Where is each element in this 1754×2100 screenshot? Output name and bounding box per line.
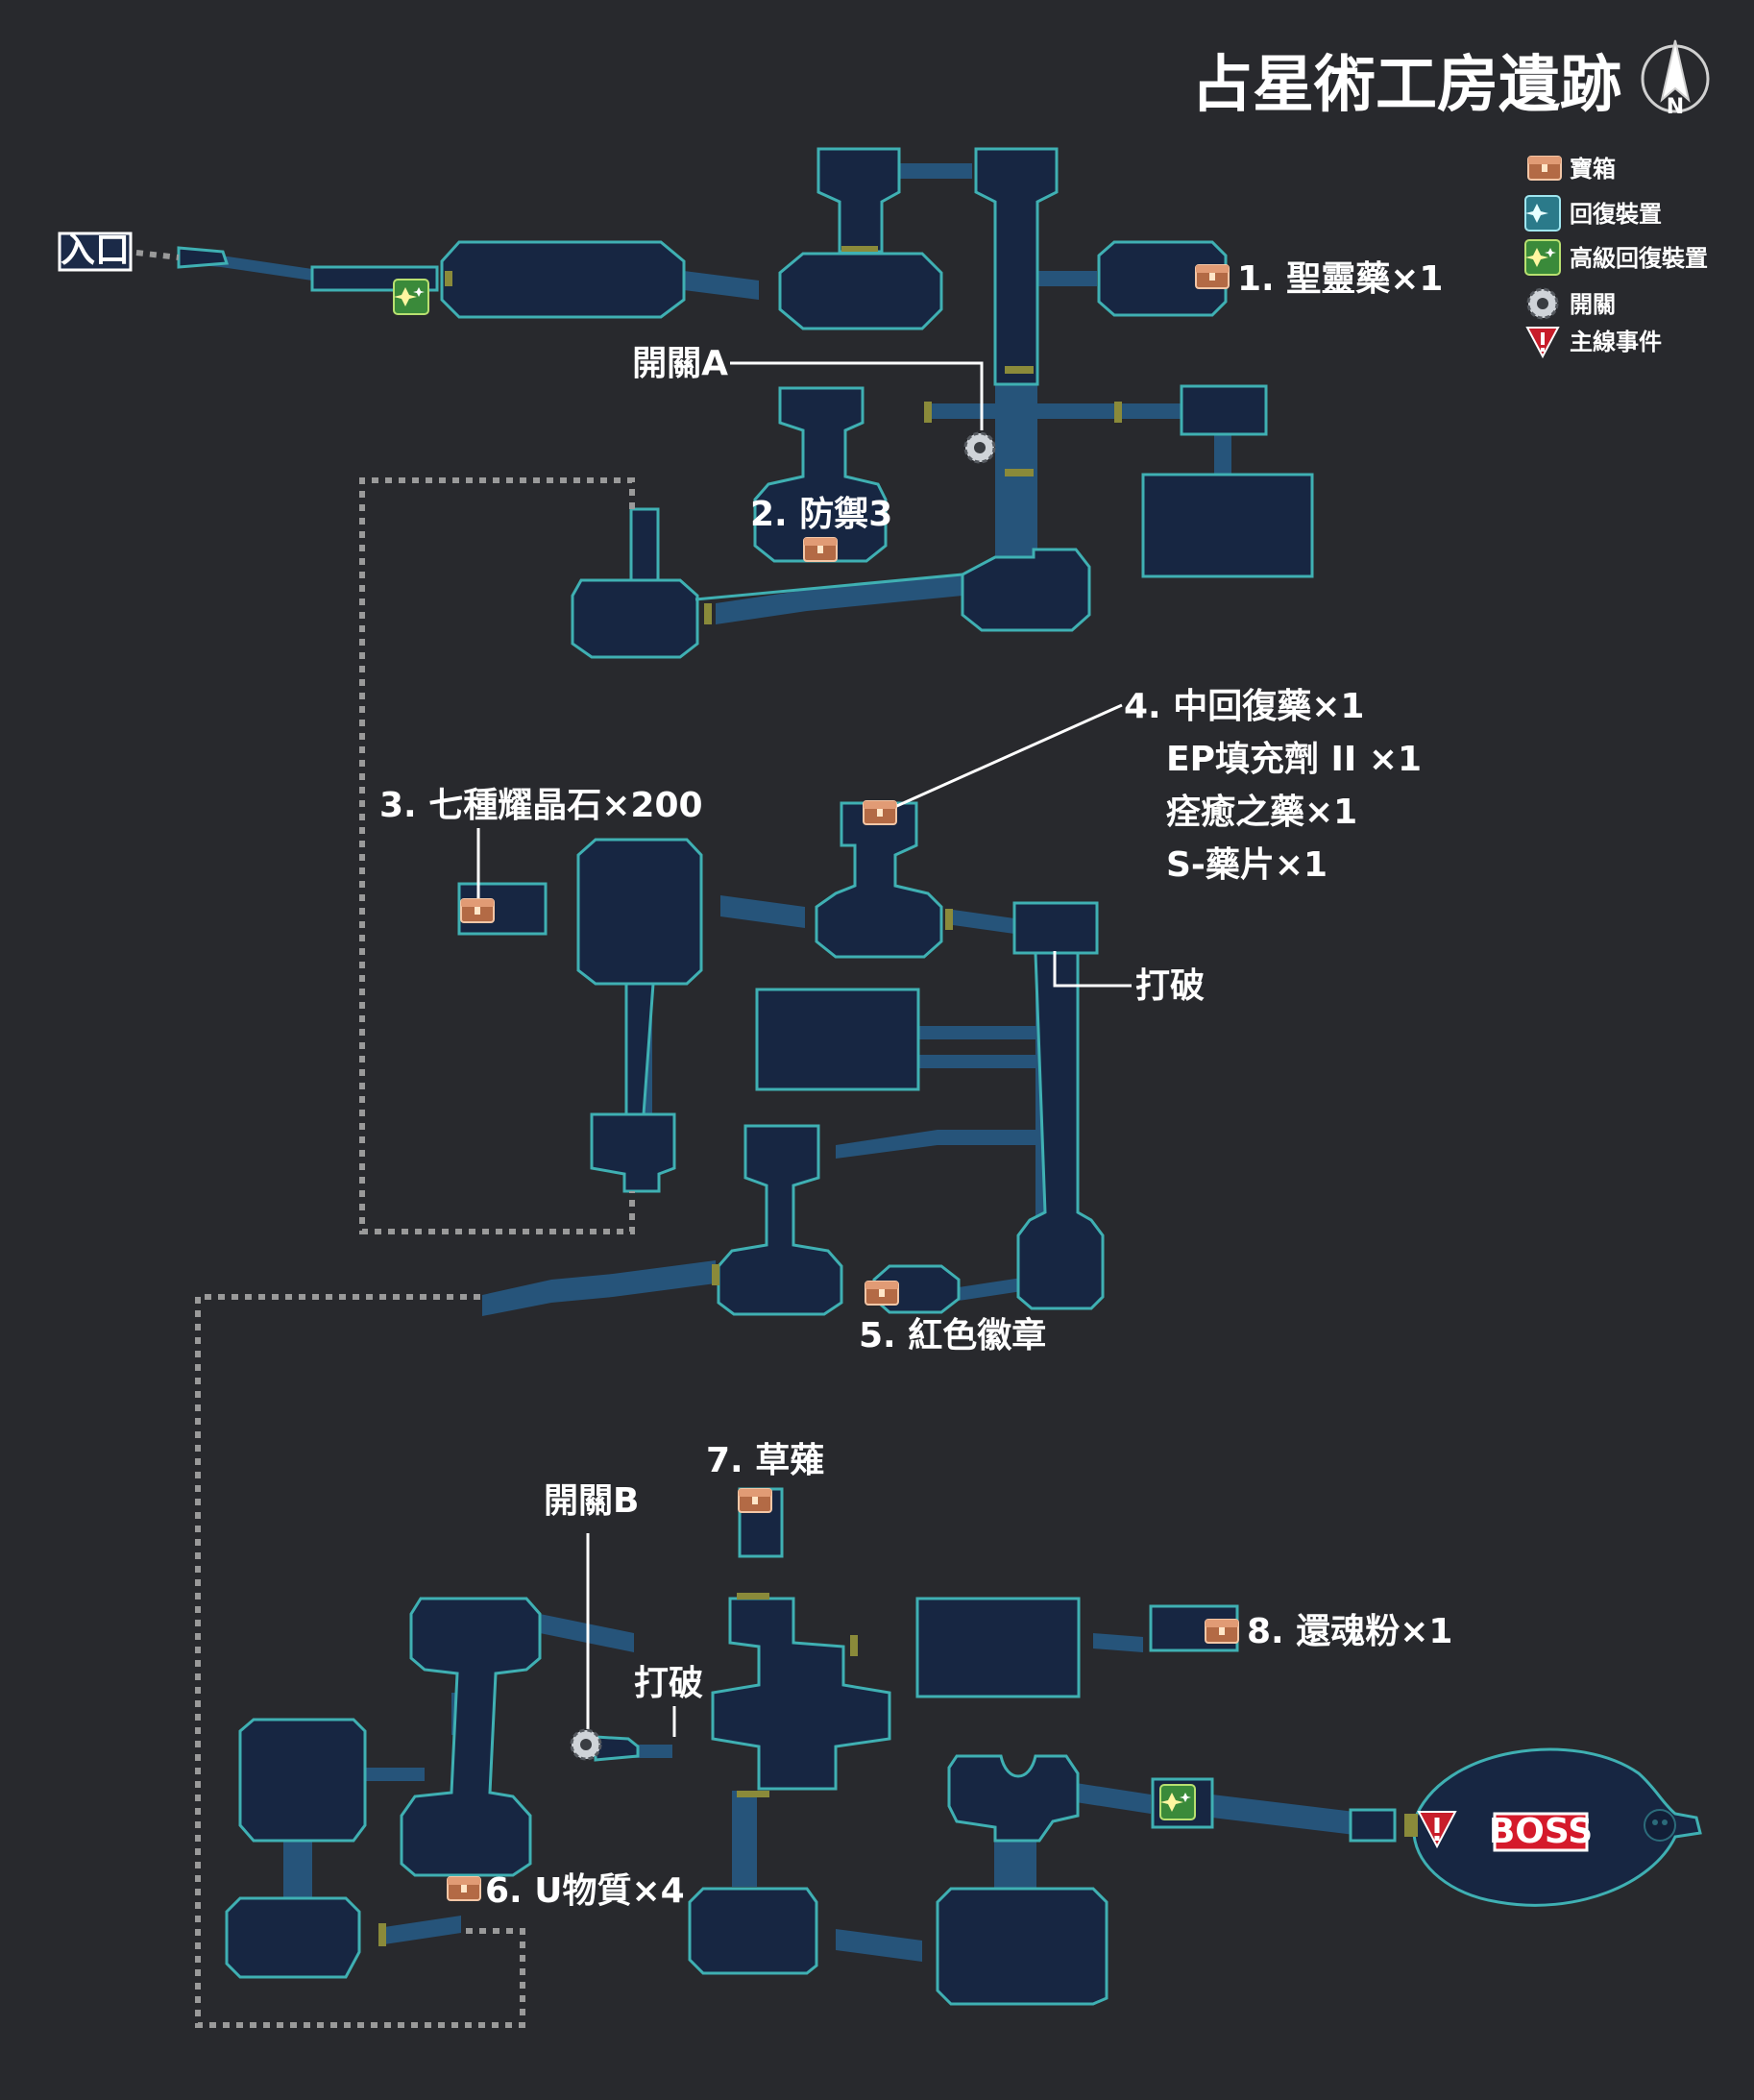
labels: 入口 1. 聖靈藥×1 開關A 2. 防禦3 3. 七種耀晶石×200 4. 中… xyxy=(58,231,1593,1911)
compass: N xyxy=(1641,39,1710,119)
switch-a-label: 開關A xyxy=(632,344,728,383)
connectors xyxy=(135,250,635,2028)
item-1-label: 1. 聖靈藥×1 xyxy=(1237,259,1443,299)
legend-label: 主線事件 xyxy=(1570,329,1662,355)
chest-icon xyxy=(865,1281,899,1306)
item-8-label: 8. 還魂粉×1 xyxy=(1247,1612,1452,1651)
chest-icon xyxy=(447,1876,481,1901)
svg-text:入口: 入口 xyxy=(61,231,130,270)
doors xyxy=(378,246,1418,1946)
main-event-icon xyxy=(1525,327,1560,359)
item-4-label-line-3: 痊癒之藥×1 xyxy=(1166,793,1357,832)
item-4-label-line-2: EP填充劑 II ×1 xyxy=(1166,740,1422,779)
map-title: 占星術工房遺跡 xyxy=(1191,49,1621,121)
chest-icon xyxy=(1195,264,1230,289)
entrance-label: 入口 xyxy=(58,231,133,272)
switch-gear-icon xyxy=(570,1728,602,1761)
legend-item-advanced-recovery: 高級回復裝置 xyxy=(1524,239,1708,276)
main-event-icon xyxy=(1417,1811,1457,1849)
svg-text:BOSS: BOSS xyxy=(1489,1812,1593,1851)
chest-icon xyxy=(863,800,897,825)
recovery-device-icon xyxy=(1524,195,1561,232)
switch-gear-icon xyxy=(1526,287,1559,320)
advanced-recovery-device-icon xyxy=(1159,1784,1196,1820)
switch-b-label: 開關B xyxy=(544,1481,639,1521)
boss-ghost-icon xyxy=(1644,1809,1676,1842)
boss-label: BOSS xyxy=(1489,1812,1593,1852)
legend-item-chest: 寶箱 xyxy=(1527,156,1616,183)
legend-item-recovery: 回復裝置 xyxy=(1524,195,1662,232)
chest-icon xyxy=(738,1488,772,1513)
switch-gear-icon xyxy=(963,431,996,464)
legend-label: 寶箱 xyxy=(1570,156,1616,183)
legend-item-main-event: 主線事件 xyxy=(1525,327,1662,359)
legend-label: 回復裝置 xyxy=(1570,201,1662,228)
rooms xyxy=(177,147,1702,2006)
chest-icon xyxy=(803,537,838,562)
item-6-label: 6. U物質×4 xyxy=(485,1871,685,1911)
item-7-label: 7. 草薙 xyxy=(706,1441,824,1480)
break-label-2: 打破 xyxy=(634,1664,703,1703)
legend-label: 高級回復裝置 xyxy=(1570,245,1708,272)
item-3-label: 3. 七種耀晶石×200 xyxy=(379,786,703,825)
legend: 寶箱 回復裝置 高級回復裝置 開關 主線事件 xyxy=(1524,156,1708,359)
chest-icon xyxy=(1527,156,1562,181)
chest-icon xyxy=(460,898,495,923)
item-4-label-line-1: 4. 中回復藥×1 xyxy=(1124,687,1364,726)
item-2-label: 2. 防禦3 xyxy=(750,495,892,534)
advanced-recovery-device-icon xyxy=(1524,239,1561,276)
legend-item-switch: 開關 xyxy=(1526,287,1616,320)
legend-label: 開關 xyxy=(1570,291,1616,318)
markers xyxy=(393,264,1676,1901)
item-4-label-line-4: S-藥片×1 xyxy=(1166,845,1328,885)
compass-north-letter: N xyxy=(1667,95,1684,119)
leader-lines xyxy=(476,361,1132,1737)
advanced-recovery-device-icon xyxy=(393,279,429,315)
chest-icon xyxy=(1205,1619,1239,1644)
item-5-label: 5. 紅色徽章 xyxy=(859,1315,1046,1355)
break-label-1: 打破 xyxy=(1135,966,1205,1006)
compass-arrow-icon xyxy=(1660,39,1691,103)
